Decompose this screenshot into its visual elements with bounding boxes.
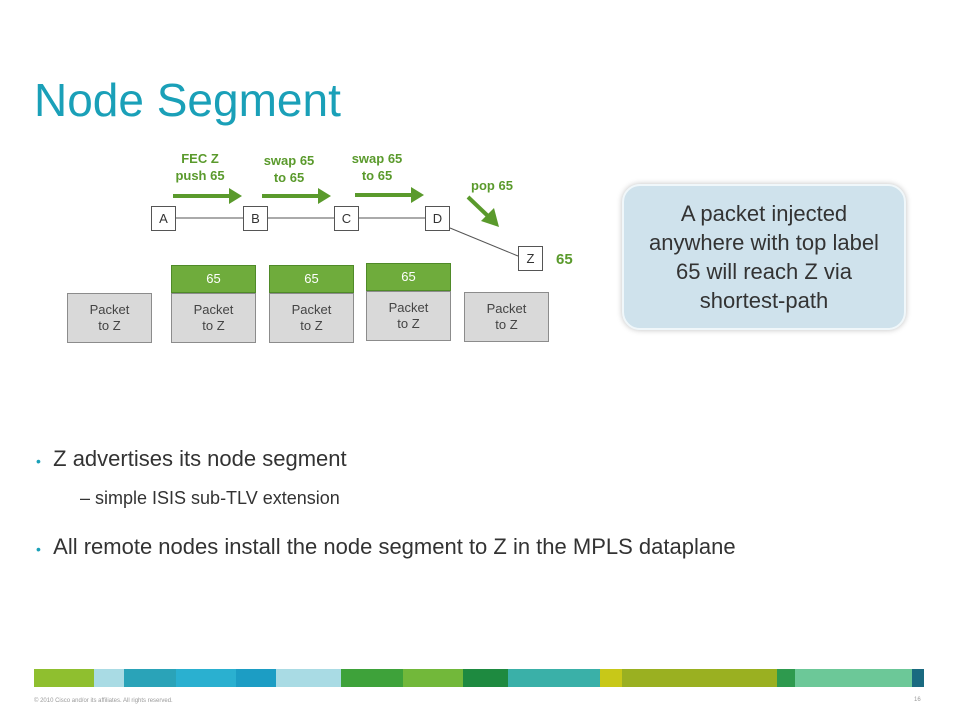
bar-segment <box>176 669 236 687</box>
arrow-pop <box>466 195 492 220</box>
bar-segment <box>912 669 924 687</box>
dash-icon: – <box>80 488 96 508</box>
label-box: 65 <box>269 265 354 293</box>
bullet-item: • Z advertises its node segment <box>36 446 347 472</box>
bar-segment <box>795 669 912 687</box>
footer-color-bar <box>34 669 924 687</box>
node-z: Z <box>518 246 543 271</box>
z-segment-label: 65 <box>556 251 573 268</box>
bar-segment <box>124 669 176 687</box>
op-push-label: FEC Z push 65 <box>175 151 225 183</box>
sub-bullet-text: simple ISIS sub-TLV extension <box>95 488 340 508</box>
packet-box: Packet to Z <box>464 292 549 342</box>
page-title: Node Segment <box>34 74 341 126</box>
bar-segment <box>508 669 600 687</box>
packet-box: Packet to Z <box>269 293 354 343</box>
node-b: B <box>243 206 268 231</box>
callout-box: A packet injected anywhere with top labe… <box>622 184 906 330</box>
packet-box: Packet to Z <box>171 293 256 343</box>
bullet-text: All remote nodes install the node segmen… <box>53 534 736 559</box>
copyright-text: © 2010 Cisco and/or its affiliates. All … <box>34 698 173 704</box>
bullet-text: Z advertises its node segment <box>53 446 347 471</box>
bar-segment <box>622 669 777 687</box>
bar-segment <box>777 669 795 687</box>
sub-bullet-item: – simple ISIS sub-TLV extension <box>80 488 340 509</box>
label-box: 65 <box>171 265 256 293</box>
bar-segment <box>34 669 94 687</box>
bullet-item: • All remote nodes install the node segm… <box>36 534 736 560</box>
label-box: 65 <box>366 263 451 291</box>
page-number: 16 <box>914 697 921 703</box>
bar-segment <box>463 669 508 687</box>
bar-segment <box>276 669 341 687</box>
node-d: D <box>425 206 450 231</box>
bar-segment <box>94 669 124 687</box>
packet-box: Packet to Z <box>67 293 152 343</box>
bullet-dot-icon: • <box>36 541 41 557</box>
bar-segment <box>403 669 463 687</box>
bar-segment <box>236 669 276 687</box>
topology-diagram <box>173 187 519 257</box>
node-a: A <box>151 206 176 231</box>
op-swap-label-2: swap 65 to 65 <box>351 151 403 183</box>
bullet-dot-icon: • <box>36 453 41 469</box>
packet-box: Packet to Z <box>366 291 451 341</box>
link-d-z <box>449 227 519 257</box>
op-pop-label: pop 65 <box>471 178 513 193</box>
bar-segment <box>341 669 403 687</box>
bar-segment <box>600 669 622 687</box>
op-swap-label-1: swap 65 to 65 <box>263 153 315 185</box>
node-c: C <box>334 206 359 231</box>
